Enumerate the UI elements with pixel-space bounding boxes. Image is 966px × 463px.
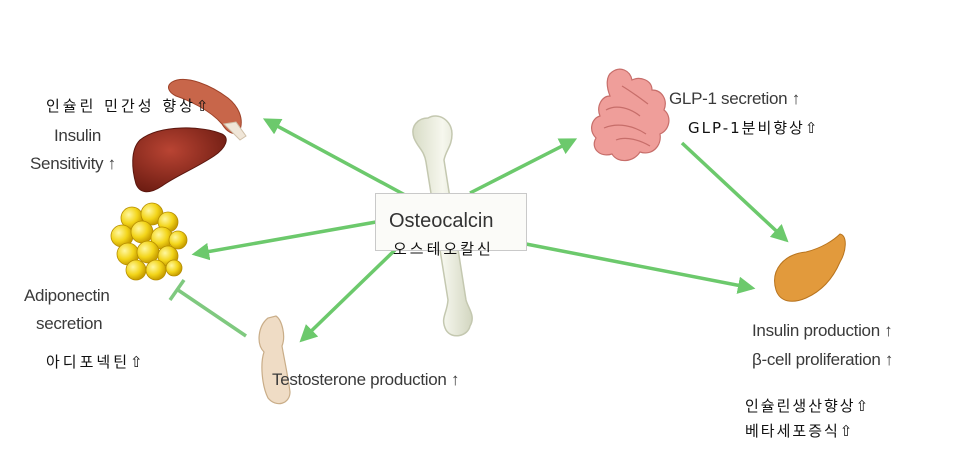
arrow-to-testosterone	[299, 248, 397, 343]
glp1-label-ko: GLP-1분비향상⇧	[688, 119, 820, 137]
pancreas-label-line1: Insulin production ↑	[752, 321, 893, 340]
adiponectin-label-line1: Adiponectin	[24, 286, 110, 305]
insulin-sensitivity-label-line1: Insulin	[54, 126, 102, 145]
insulin-sensitivity-label-line2: Sensitivity ↑	[30, 154, 116, 173]
arrow-to-adiponectin	[191, 220, 377, 261]
liver-icon	[132, 127, 227, 193]
pancreas-label-line2: β-cell proliferation ↑	[752, 350, 894, 369]
fat-cells-icon	[110, 202, 188, 281]
muscle-icon	[168, 78, 247, 141]
osteocalcin-label: Osteocalcin	[389, 210, 494, 232]
intestine-icon	[591, 68, 670, 162]
pancreas-label-ko-line1: 인슐린생산향상⇧	[745, 397, 871, 415]
adiponectin-label-ko: 아디포넥틴⇧	[46, 353, 146, 371]
pancreas-label-ko-line2: 베타세포증식⇧	[745, 422, 855, 440]
arrow-glp1-to-pancreas	[680, 141, 789, 243]
glp1-label: GLP-1 secretion ↑	[669, 89, 800, 108]
arrows	[191, 118, 789, 343]
adiponectin-label-line2: secretion	[36, 314, 103, 333]
testis-icon	[258, 315, 291, 405]
arrow-to-insulin-sensitivity	[262, 118, 406, 197]
osteocalcin-box	[375, 193, 527, 251]
insulin-sensitivity-label-ko: 인슐린 민간성 향상⇧	[46, 97, 212, 115]
arrow-to-pancreas	[525, 242, 756, 294]
arrow-to-glp1	[469, 138, 578, 195]
osteocalcin-label-ko: 오스테오칼신	[393, 240, 494, 258]
inhibit-testosterone-adiponectin	[168, 278, 247, 338]
testosterone-label: Testosterone production ↑	[272, 370, 460, 389]
pancreas-icon	[774, 233, 846, 302]
